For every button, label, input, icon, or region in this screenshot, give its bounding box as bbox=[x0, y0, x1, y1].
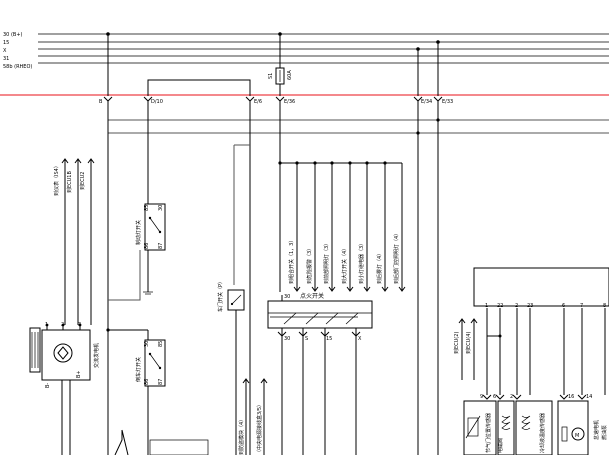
output-small-lamp-relay: 到小灯继电器（3） bbox=[358, 241, 365, 284]
door-switch-label: 车门开关（P） bbox=[217, 279, 224, 312]
ecu-bottom-pin-2: 2 bbox=[510, 394, 513, 400]
terminal-e33: E/33 bbox=[442, 99, 453, 105]
fuse-s1: S1 60A bbox=[268, 67, 293, 96]
bus-label-x: X bbox=[3, 48, 7, 54]
bus-label-58b: 58b (RHEO) bbox=[3, 64, 32, 70]
ecu-pin-22: 22 bbox=[497, 303, 503, 309]
bottom-outputs: 到防盗模块（4） （中央电源接线盒3/5） bbox=[238, 378, 268, 455]
terminal-d10: D/10 bbox=[151, 99, 163, 105]
ignition-term-x: X bbox=[358, 336, 362, 342]
ecu-block: 1 22 2 23 6 7 8 到ECU(2) 到ECU(4) 9 6 2 16… bbox=[453, 267, 609, 455]
comp-fuel-pump: 燃油泵 bbox=[601, 425, 608, 440]
ecu-pin-1: 1 bbox=[485, 303, 488, 309]
ecu-bottom-pin-16: 16 bbox=[568, 394, 574, 400]
ignition-label: 点火开关 bbox=[300, 292, 324, 300]
output-rear-fog: 到后雾灯（4） bbox=[376, 251, 383, 284]
comp-throttle: 节气门位置传感器 bbox=[485, 413, 492, 453]
ecu-pin-8: 8 bbox=[603, 303, 606, 309]
throttle-sensor-box bbox=[463, 400, 497, 455]
bus-label-30: 30 (B+) bbox=[3, 32, 23, 38]
bus-lines bbox=[0, 33, 609, 96]
ecu-signal-2: 到ECU(2) bbox=[453, 332, 460, 354]
gen-term-bminus: B- bbox=[45, 383, 51, 388]
fuse-id: S1 bbox=[268, 73, 274, 79]
idle-motor-box bbox=[557, 400, 589, 455]
terminal-e6: E/6 bbox=[254, 99, 262, 105]
comp-idle-motor: 怠速电机 bbox=[593, 420, 600, 440]
terminal-e36: E/36 bbox=[284, 99, 295, 105]
ignition-term-30: 30 bbox=[284, 336, 290, 342]
ecu-pin-2: 2 bbox=[515, 303, 518, 309]
ecu-signal-4: 到ECU(4) bbox=[465, 332, 472, 354]
output-hazard: 到危险报警（3） bbox=[306, 246, 313, 284]
terminals: B D/10 E/6 E/36 E/34 E/33 bbox=[99, 96, 453, 105]
ecu-bottom-pin-6: 6 bbox=[493, 394, 496, 400]
motor-symbol: M bbox=[575, 433, 579, 439]
left-signals: 到仪表（IS4） 到ECU1B 到ECU2 bbox=[53, 158, 95, 325]
bus-labels: 30 (B+) 15 X 31 58b (RHEO) bbox=[3, 32, 32, 70]
terminal-e34: E/34 bbox=[421, 99, 432, 105]
output-front-lamp: 到前部照明灯（3） bbox=[323, 241, 330, 284]
signal-to-gauge: 到仪表（IS4） bbox=[53, 163, 60, 196]
output-anti-theft: 到防盗模块（4） bbox=[238, 417, 245, 455]
signal-to-ecu1b: 到ECU1B bbox=[66, 171, 73, 193]
door-switch: 车门开关（P） bbox=[217, 279, 245, 455]
relay-bottom-label: 倒车灯开关 bbox=[135, 357, 142, 382]
output-headlamp-switch: 到大灯开关（4） bbox=[341, 246, 348, 284]
relay-bottom-pin-30: 30 bbox=[144, 341, 150, 347]
output-branches: 到组合开关（1，3） 到危险报警（3） 到前部照明灯（3） 到大灯开关（4） 到… bbox=[278, 161, 406, 292]
ecu-bottom-pin-14: 14 bbox=[586, 394, 592, 400]
ecu-bottom-pin-9: 9 bbox=[480, 394, 483, 400]
relay-bottom-pin-87: 87 bbox=[158, 379, 164, 385]
alternator: 1 2 3 交流发电机 B+ B- bbox=[29, 322, 129, 455]
fuse-rating: 60A bbox=[287, 70, 293, 80]
solenoid-box bbox=[497, 400, 515, 455]
ecu-pin-6: 6 bbox=[562, 303, 565, 309]
relay-top-pin-87: 87 bbox=[158, 243, 164, 249]
relay-top-label: 制动灯开关 bbox=[135, 220, 142, 245]
alternator-label: 交流发电机 bbox=[93, 343, 100, 368]
comp-solenoid: 电磁阀 bbox=[497, 438, 504, 453]
ecu-pin-7: 7 bbox=[580, 303, 583, 309]
distribution-lines bbox=[107, 101, 609, 455]
output-rear-door-lamp: 到后部门控照明灯（4） bbox=[393, 231, 400, 284]
ignition-term-15: 15 bbox=[326, 336, 332, 342]
bus-label-15: 15 bbox=[3, 40, 9, 46]
relay-bottom-pin-85: 85 bbox=[158, 341, 164, 347]
ignition-term-s: S bbox=[305, 336, 308, 342]
ignition-switch: 点火开关 30 30 S 15 X bbox=[267, 292, 373, 455]
comp-coolant: 冷却液温度传感器 bbox=[539, 413, 546, 453]
gen-term-bplus: B+ bbox=[76, 370, 82, 378]
output-combo-switch: 到组合开关（1，3） bbox=[288, 238, 295, 284]
relay-top-pin-30: 30 bbox=[158, 205, 164, 211]
relay-reverse-switch: 倒车灯开关 30 85 86 87 bbox=[106, 328, 209, 455]
terminal-b: B bbox=[99, 99, 103, 105]
relay-brake-switch: 制动灯开关 85 30 86 87 bbox=[108, 203, 166, 301]
coolant-sensor-box bbox=[515, 400, 553, 455]
relay-bottom-pin-86: 86 bbox=[144, 379, 150, 385]
ignition-top-term: 30 bbox=[284, 294, 290, 300]
output-central-box: （中央电源接线盒3/5） bbox=[256, 402, 263, 455]
relay-top-pin-85: 85 bbox=[144, 205, 150, 211]
ecu-pin-23: 23 bbox=[527, 303, 533, 309]
bus-drops bbox=[106, 32, 440, 96]
signal-to-ecu2: 到ECU2 bbox=[79, 172, 86, 191]
bus-label-31: 31 bbox=[3, 56, 9, 62]
relay-top-pin-86: 86 bbox=[144, 243, 150, 249]
